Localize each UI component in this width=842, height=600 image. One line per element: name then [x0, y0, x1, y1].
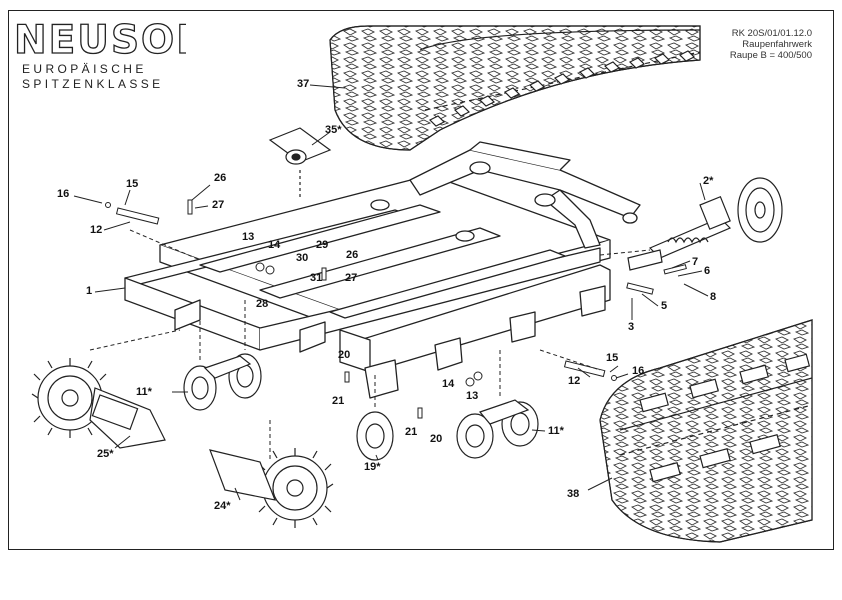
part-callout: 13	[466, 390, 479, 402]
part-callout: 20	[338, 349, 351, 361]
drawing-frame	[8, 10, 834, 550]
part-callout: 12	[568, 375, 581, 387]
part-callout: 26	[346, 249, 359, 261]
document-code: RK 20S/01/01.12.0	[731, 28, 812, 39]
brand-tagline-line1: EUROPÄISCHE	[22, 62, 147, 76]
part-callout: 14	[268, 239, 281, 251]
brand-tagline-line2: SPITZENKLASSE	[22, 77, 164, 91]
part-callout: 16	[632, 365, 645, 377]
lower-track-drawing	[599, 319, 813, 543]
part-callout: 35*	[325, 124, 342, 136]
part-callout: 19*	[364, 461, 381, 473]
part-callout: 7	[692, 256, 699, 268]
part-callout: 14	[442, 378, 455, 390]
part-callout: 6	[704, 265, 711, 277]
part-callout: 13	[242, 231, 255, 243]
part-callout: 3	[628, 321, 635, 333]
part-callout: 15	[606, 352, 619, 364]
part-callout: 31	[310, 272, 323, 284]
part-callout: 30	[296, 252, 309, 264]
drive-sprockets-drawing	[31, 358, 334, 528]
part-callout: 8	[710, 291, 717, 303]
part-callout: 2*	[703, 175, 714, 187]
document-info: RK 20S/01/01.12.0 Raupenfahrwerk Raupe B…	[730, 28, 812, 61]
part-callout: 29	[316, 239, 329, 251]
track-rollers-drawing	[183, 353, 539, 461]
part-callout: 12	[90, 224, 103, 236]
part-callout: 24*	[214, 500, 231, 512]
part-callout: 37	[297, 78, 310, 90]
part-callout: 5	[661, 300, 668, 312]
brand-logo: NEUSON EUROPÄISCHE SPITZENKLASSE	[14, 20, 186, 92]
part-callout: 28	[256, 298, 269, 310]
part-callout: 26	[214, 172, 227, 184]
part-callout: 20	[430, 433, 443, 445]
part-callout: 15	[126, 178, 139, 190]
upper-track-drawing	[329, 25, 701, 151]
part-callout: 16	[57, 188, 70, 200]
part-callout: 21	[332, 395, 345, 407]
part-callout: 11*	[548, 425, 564, 437]
part-callout: 11*	[136, 386, 152, 398]
part-callout: 21	[405, 426, 418, 438]
part-callout: 27	[345, 272, 358, 284]
document-title: Raupenfahrwerk	[742, 39, 812, 50]
support-roller-drawing	[268, 127, 332, 200]
brand-wordmark: NEUSON	[14, 20, 186, 62]
idler-assembly-drawing	[627, 177, 783, 271]
part-callout: 1	[86, 285, 93, 297]
undercarriage-frame-drawing	[124, 141, 641, 399]
part-callout: 25*	[97, 448, 114, 460]
part-callout: 38	[567, 488, 580, 500]
hardware-and-leaders-drawing	[73, 84, 709, 501]
part-callout: 27	[212, 199, 225, 211]
document-variant: Raupe B = 400/500	[729, 50, 812, 61]
